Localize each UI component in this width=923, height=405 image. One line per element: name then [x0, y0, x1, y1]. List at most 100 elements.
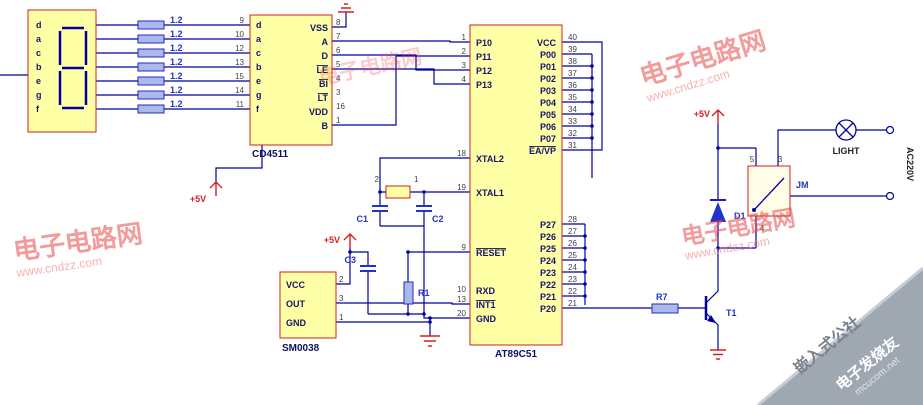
junction-dot — [590, 76, 594, 80]
mcu-pin-label-0: P27 — [540, 220, 556, 230]
mcu-pin-label-0: P10 — [476, 38, 492, 48]
mcu-pin-num-4: 24 — [568, 263, 577, 272]
resistor-network — [137, 20, 165, 114]
sensor-pin-num-1: 3 — [339, 294, 344, 303]
c2-label: C2 — [432, 214, 444, 224]
display-pin-letter-1: a — [36, 34, 42, 44]
resistor-value-1: 1.2 — [170, 29, 183, 39]
cd4511-segment-letter-1: a — [256, 34, 262, 44]
junction-dot — [583, 258, 587, 262]
sensor-pin-num-2: 1 — [339, 313, 344, 322]
junction-dot — [378, 190, 382, 194]
mcu-pin-label-1: P11 — [476, 52, 492, 62]
mcu-pin-num-8: 32 — [568, 129, 577, 138]
junction-dot — [590, 136, 594, 140]
mcu-pin-label-3: P24 — [540, 256, 556, 266]
terminal-top — [885, 125, 895, 135]
mcu-pin-label-7: P20 — [540, 304, 556, 314]
mcu-pin-num-7: 21 — [568, 299, 577, 308]
junction-dot — [583, 246, 587, 250]
cd4511-segment-letter-4: e — [256, 76, 261, 86]
mcu-pin-label-2: P12 — [476, 66, 492, 76]
d1-label: D1 — [734, 211, 746, 221]
mcu-pin-label-3: P02 — [540, 74, 556, 84]
resistor-r7 — [651, 303, 679, 314]
relay-pin-num-b: 3 — [778, 155, 783, 164]
relay-pin-num-c: 4 — [760, 224, 765, 233]
mcu-pin-label-9: EA/VP — [529, 146, 556, 156]
cd4511-right-pin-num-6: 16 — [336, 102, 345, 111]
sensor-pin-num-0: 2 — [339, 275, 344, 284]
display-pin-letter-4: e — [36, 76, 41, 86]
mcu-pin-num-0: 40 — [568, 33, 577, 42]
cd4511-right-pin-num-3: 5 — [336, 60, 341, 69]
cd4511-right-pin-num-4: 4 — [336, 74, 341, 83]
cd4511-left-pin-num-1: 10 — [235, 30, 244, 39]
mcu-pin-label-5: P22 — [540, 280, 556, 290]
resistor-r1 — [403, 281, 414, 305]
relay-pin-num-a: 5 — [750, 155, 755, 164]
mcu-rxd-label: RXD — [476, 286, 496, 296]
plus5v-label-reset: +5V — [324, 235, 340, 245]
capacitor-plates — [360, 205, 432, 272]
corner-ribbon-edge — [757, 266, 923, 405]
resistor — [137, 76, 165, 86]
junction-dot — [583, 294, 587, 298]
mcu-pin-num-3: 4 — [462, 75, 467, 84]
sensor-pin-label-0: VCC — [286, 280, 306, 290]
cd4511-pin-label-7: B — [322, 121, 329, 131]
cd4511-left-pin-num-2: 12 — [235, 44, 244, 53]
terminal-bottom — [885, 191, 895, 201]
mcu-rxd-num: 10 — [457, 285, 466, 294]
mcu-body — [469, 24, 563, 346]
lamp-cross-icon — [838, 122, 854, 138]
junction-dot — [406, 312, 410, 316]
t1-label: T1 — [726, 308, 737, 318]
mcu-pin-num-3: 25 — [568, 251, 577, 260]
mcu-pin-label-8: P07 — [540, 134, 556, 144]
resistor — [137, 62, 165, 72]
mcu-xtal2-num: 18 — [457, 149, 466, 158]
resistor-value-6: 1.2 — [170, 99, 183, 109]
mcu-xtal2-label: XTAL2 — [476, 154, 504, 164]
mcu-pin-label-1: P26 — [540, 232, 556, 242]
relay-contact-pivot — [752, 208, 756, 212]
display-pin-letter-3: b — [36, 62, 42, 72]
mcu-pin-label-1: P00 — [540, 50, 556, 60]
cd4511-name: CD4511 — [252, 149, 289, 160]
cd4511-pin-label-2: D — [322, 51, 329, 61]
resistor-value-4: 1.2 — [170, 71, 183, 81]
diode-d1 — [710, 202, 726, 222]
mcu-pin-label-4: P23 — [540, 268, 556, 278]
mcu-pin-num-0: 28 — [568, 215, 577, 224]
resistor-values: 1.21.21.21.21.21.21.2 — [170, 15, 183, 109]
lamp-symbol — [835, 119, 857, 141]
junction-dot — [422, 190, 426, 194]
resistor — [137, 48, 165, 58]
mcu-pin-label-2: P25 — [540, 244, 556, 254]
cd4511-pin-label-0: VSS — [310, 23, 328, 33]
mcu-pin-num-3: 37 — [568, 69, 577, 78]
xtal-pin-num-left: 2 — [375, 175, 380, 184]
cd4511-right-pin-num-0: 8 — [336, 18, 341, 27]
xtal-pin-num-right: 1 — [414, 175, 419, 184]
cd4511-pin-label-1: A — [322, 37, 329, 47]
junction-dot — [406, 250, 410, 254]
mcu-pin-label-7: P06 — [540, 122, 556, 132]
junction-dot — [590, 112, 594, 116]
display-pin-letter-6: f — [36, 104, 40, 114]
junction-dot — [583, 270, 587, 274]
cd4511-segment-letter-3: b — [256, 62, 262, 72]
mcu-pin-num-7: 33 — [568, 117, 577, 126]
sensor-pin-numbers: 2 3 1 — [339, 275, 344, 322]
r1-label: R1 — [418, 288, 430, 298]
mcu-pin-num-5: 23 — [568, 275, 577, 284]
resistor — [137, 104, 165, 114]
